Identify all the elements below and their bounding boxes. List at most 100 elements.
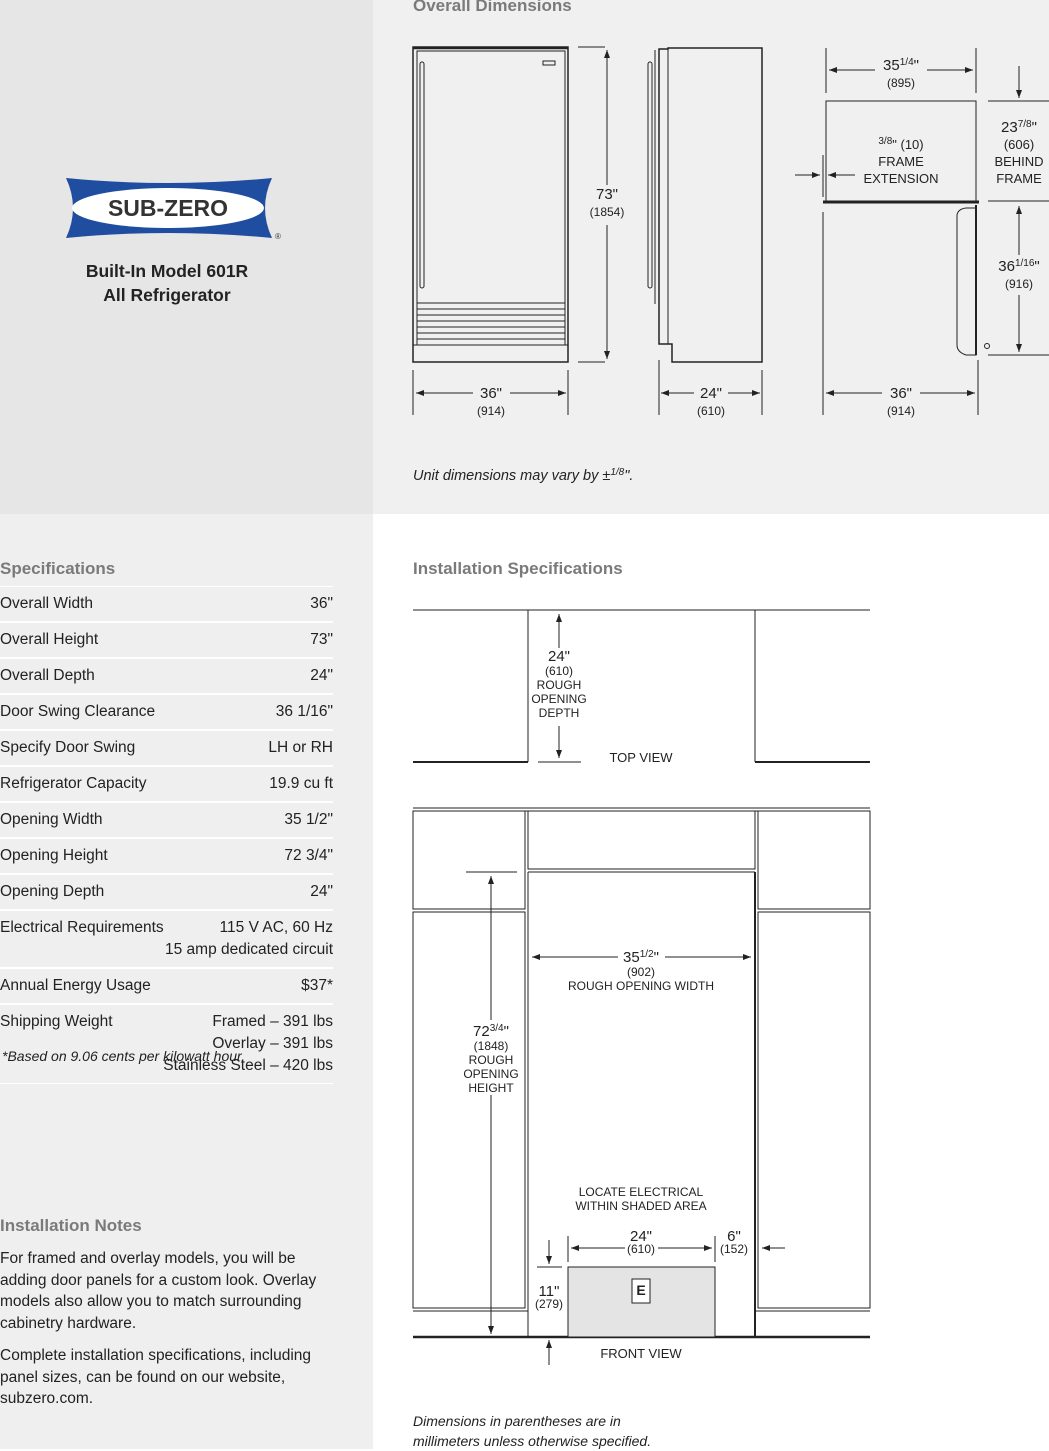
spec-label: Refrigerator Capacity — [0, 775, 147, 792]
width-mm: (914) — [476, 403, 506, 418]
ew-mm: (610) — [626, 1242, 656, 1256]
rw-frac: 1/2 — [639, 949, 654, 960]
spec-value: 24" — [310, 881, 333, 903]
rough-width-dimension: 351/2"(902)ROUGH OPENING WIDTH — [568, 948, 714, 993]
model-line1: Built-In Model 601R — [85, 261, 249, 281]
depth-value: 24" — [699, 385, 723, 402]
spec-value: 36 1/16" — [276, 701, 333, 723]
overall-dimensions-title: Overall Dimensions — [413, 0, 572, 15]
ds-frac: 1/16 — [1014, 258, 1035, 269]
spec-row: Overall Width 36" — [0, 586, 333, 622]
pw-unit: " — [913, 57, 919, 74]
spec-value-line: 24" — [310, 883, 333, 900]
bf-l2: FRAME — [996, 171, 1042, 186]
spec-value-line: 73" — [310, 631, 333, 648]
bf-l1: BEHIND — [994, 154, 1044, 169]
rh-l2: OPENING — [463, 1067, 519, 1081]
spec-row: Door Swing Clearance 36 1/16" — [0, 694, 333, 730]
rd-mm: (610) — [544, 664, 573, 678]
spec-label: Overall Height — [0, 631, 99, 648]
spec-row: Specify Door Swing LH or RH — [0, 730, 333, 766]
notes-paragraph-1: For framed and overlay models, you will … — [0, 1250, 317, 1332]
es-value: 6" — [727, 1228, 741, 1245]
header-left-panel — [0, 0, 373, 514]
rh-l1: ROUGH — [468, 1053, 514, 1067]
spec-value-line: 19.9 cu ft — [269, 775, 333, 792]
rw-unit: " — [653, 949, 659, 966]
spec-label: Opening Height — [0, 847, 108, 864]
mm-note-2: millimeters unless otherwise specified. — [413, 1433, 652, 1449]
el-l2: WITHIN SHADED AREA — [575, 1199, 707, 1213]
width-value: 36" — [479, 385, 503, 402]
front-view-label: FRONT VIEW — [600, 1346, 682, 1361]
fe-l1: FRAME — [878, 154, 924, 169]
spec-value: 24" — [310, 665, 333, 687]
spec-value: 19.9 cu ft — [269, 773, 333, 795]
spec-label: Annual Energy Usage — [0, 977, 151, 994]
rh-unit: " — [503, 1023, 509, 1040]
model-line2: All Refrigerator — [103, 285, 231, 305]
spec-value: LH or RH — [268, 737, 333, 759]
ds-unit: " — [1034, 258, 1040, 275]
svg-text:SUB-ZERO: SUB-ZERO — [108, 195, 228, 221]
rh-mm: (1848) — [473, 1039, 509, 1053]
spec-value: 115 V AC, 60 Hz 15 amp dedicated circuit — [165, 917, 333, 961]
spec-row: Opening Width 35 1/2" — [0, 802, 333, 838]
tol-frac: 1/8 — [610, 467, 625, 478]
eh-value: 11" — [538, 1283, 560, 1300]
spec-label: Door Swing Clearance — [0, 703, 156, 720]
rh-whole: 72 — [473, 1023, 490, 1040]
bf-mm: (606) — [1003, 137, 1035, 152]
spec-label: Electrical Requirements — [0, 919, 164, 936]
fe-l2: EXTENSION — [863, 171, 939, 186]
spec-value-line: Overlay – 391 lbs — [212, 1035, 333, 1052]
spec-value-line: 72 3/4" — [284, 847, 333, 864]
spec-value-line: 36" — [310, 595, 333, 612]
rd-l3: DEPTH — [538, 706, 580, 720]
electrical-side-dimension: 6"(152) — [719, 1228, 749, 1256]
height-dimension: 73"(1854) — [590, 186, 625, 220]
spec-value-line: 15 amp dedicated circuit — [164, 941, 333, 958]
spec-label: Opening Width — [0, 811, 103, 828]
rh-l3: HEIGHT — [468, 1081, 514, 1095]
energy-footnote: *Based on 9.06 cents per kilowatt hour. — [2, 1048, 246, 1064]
overall-dimensions-panel — [373, 0, 1049, 514]
spec-label: Overall Width — [0, 595, 94, 612]
tolerance-note: Unit dimensions may vary by ±1/8". — [413, 467, 633, 484]
spec-value-line: Framed – 391 lbs — [212, 1013, 333, 1030]
spec-value-line: 115 V AC, 60 Hz — [219, 919, 333, 936]
ds-mm: (916) — [1004, 276, 1034, 291]
spec-label: Specify Door Swing — [0, 739, 136, 756]
pw-mm: (895) — [886, 75, 916, 90]
specifications-title: Specifications — [0, 559, 116, 578]
el-l1: LOCATE ELECTRICAL — [578, 1185, 704, 1199]
ds-whole: 36 — [998, 258, 1015, 275]
spec-value-line: 35 1/2" — [284, 811, 333, 828]
tol-pre: Unit dimensions may vary by ± — [413, 468, 611, 484]
rw-l1: ROUGH OPENING WIDTH — [568, 979, 714, 993]
rd-l1: ROUGH — [536, 678, 582, 692]
pw-frac: 1/4 — [899, 57, 914, 68]
es-mm: (152) — [719, 1242, 749, 1256]
plan-depth-dimension: 36"(914) — [887, 385, 915, 419]
plan-width-dimension: 351/4"(895) — [883, 57, 919, 91]
fe-mm: " (10) — [892, 137, 924, 152]
width-dimension: 36"(914) — [477, 385, 505, 419]
rd-value: 24" — [547, 648, 570, 665]
spec-row: Opening Height 72 3/4" — [0, 838, 333, 874]
spec-value: 36" — [310, 593, 333, 615]
rw-mm: (902) — [626, 965, 655, 979]
specs-panel — [0, 514, 373, 1449]
top-view-label: TOP VIEW — [609, 750, 673, 765]
spec-row: Annual Energy Usage$37* — [0, 968, 333, 1004]
ew-value: 24" — [629, 1228, 653, 1245]
spec-value: 35 1/2" — [284, 809, 333, 831]
bf-whole: 23 — [1001, 119, 1018, 136]
pd-mm: (914) — [886, 403, 916, 418]
pd-value: 36" — [889, 385, 913, 402]
